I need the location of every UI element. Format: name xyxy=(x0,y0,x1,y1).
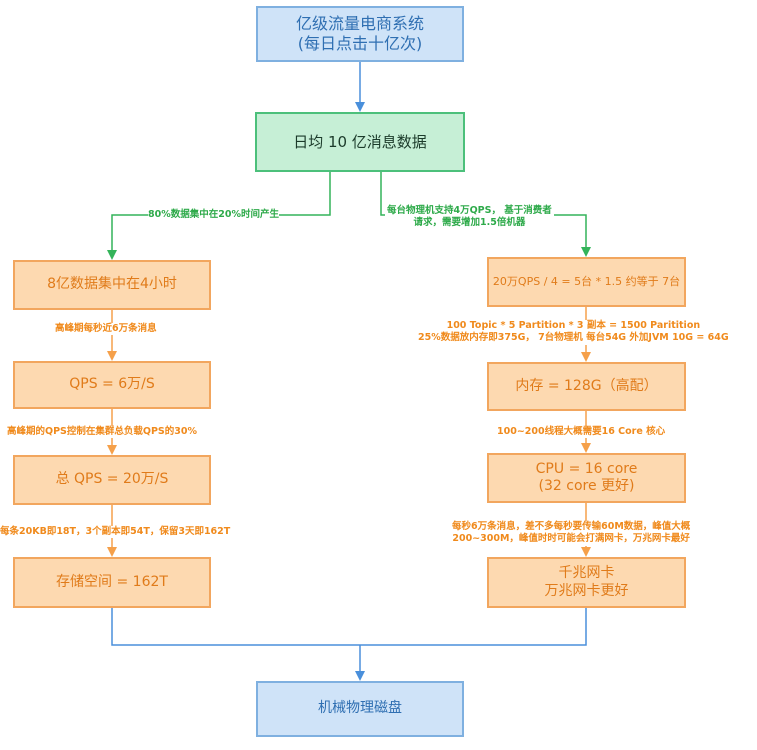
left-box-1: 8亿数据集中在4小时 xyxy=(13,260,211,310)
left-box-4: 存储空间 = 162T xyxy=(13,557,211,608)
green-box-text: 日均 10 亿消息数据 xyxy=(293,132,427,151)
right-box-3: CPU = 16 core (32 core 更好) xyxy=(487,453,686,503)
right-label-1: 100 Topic * 5 Partition * 3 副本 = 1500 Pa… xyxy=(418,320,729,345)
left-box-3: 总 QPS = 20万/S xyxy=(13,455,211,505)
top-box: 亿级流量电商系统 (每日点击十亿次) xyxy=(256,6,464,62)
left-branch-label: 80%数据集中在20%时间产生 xyxy=(148,209,279,222)
right-label-2: 100~200线程大概需要16 Core 核心 xyxy=(497,426,666,439)
right-branch-label: 每台物理机支持4万QPS， 基于消费者 请求，需要增加1.5倍机器 xyxy=(385,205,554,230)
green-box: 日均 10 亿消息数据 xyxy=(255,112,465,172)
right-box-2: 内存 = 128G（高配） xyxy=(487,362,686,411)
left-label-3: 每条20KB即18T，3个副本即54T，保留3天即162T xyxy=(0,526,233,539)
edge-right-to-bottom xyxy=(360,608,587,646)
right-box-4: 千兆网卡 万兆网卡更好 xyxy=(487,557,686,608)
top-box-line2: (每日点击十亿次) xyxy=(297,34,423,53)
right-box-1: 20万QPS / 4 = 5台 * 1.5 约等于 7台 xyxy=(487,257,686,307)
top-box-line1: 亿级流量电商系统 xyxy=(295,14,424,33)
left-label-2: 高峰期的QPS控制在集群总负载QPS的30% xyxy=(7,426,198,439)
left-box-2: QPS = 6万/S xyxy=(13,361,211,409)
left-label-1: 高峰期每秒近6万条消息 xyxy=(55,323,157,336)
edge-left-to-bottom xyxy=(111,608,360,646)
right-label-3: 每秒6万条消息，差不多每秒要传输60M数据，峰值大概 200~300M，峰值时时… xyxy=(452,521,691,546)
bottom-box: 机械物理磁盘 xyxy=(256,681,464,737)
